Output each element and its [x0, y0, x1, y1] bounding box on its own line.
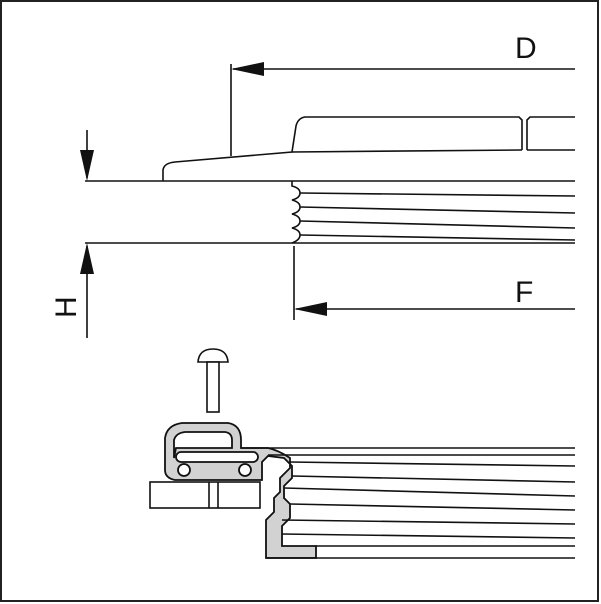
seal-inner-channel: [173, 431, 233, 459]
bottom-thread-2: [291, 475, 576, 483]
label-d: D: [515, 32, 537, 65]
rivet: [197, 348, 229, 413]
lid-top-outline: [162, 116, 575, 181]
bottom-thread-4: [289, 503, 576, 511]
bottom-thread-lines: [241, 447, 576, 559]
seal-slot: [175, 451, 259, 463]
thread-line-2: [299, 206, 576, 214]
lid-assembly: [85, 116, 576, 244]
label-f: F: [515, 276, 533, 309]
deck-panel: [149, 481, 261, 509]
thread-line-1: [299, 192, 576, 197]
thread-line-3: [299, 220, 576, 229]
lid-top-inner-line: [291, 149, 575, 153]
seal-bead-left: [177, 463, 191, 477]
dimension-f: [293, 246, 575, 320]
seal-bead-right: [238, 463, 252, 477]
deck-plate: [149, 481, 261, 509]
rivet-head: [197, 348, 229, 363]
bottom-thread-3: [283, 487, 576, 497]
label-h: H: [50, 296, 83, 318]
dimension-d: [230, 62, 575, 156]
dim-h-upper-arrowhead: [80, 150, 94, 181]
bottom-thread-1: [289, 461, 576, 467]
thread-line-4: [299, 234, 576, 241]
dimension-h: [80, 130, 94, 338]
rivet-shank: [206, 361, 220, 413]
seal-profile: [164, 422, 317, 559]
bottom-thread-5: [281, 519, 576, 525]
dim-h-lower-arrowhead: [80, 243, 94, 274]
dim-f-arrowhead: [294, 302, 327, 316]
bottom-thread-6: [281, 533, 576, 539]
thread-profile: [291, 181, 301, 244]
dim-d-arrowhead: [231, 62, 264, 76]
